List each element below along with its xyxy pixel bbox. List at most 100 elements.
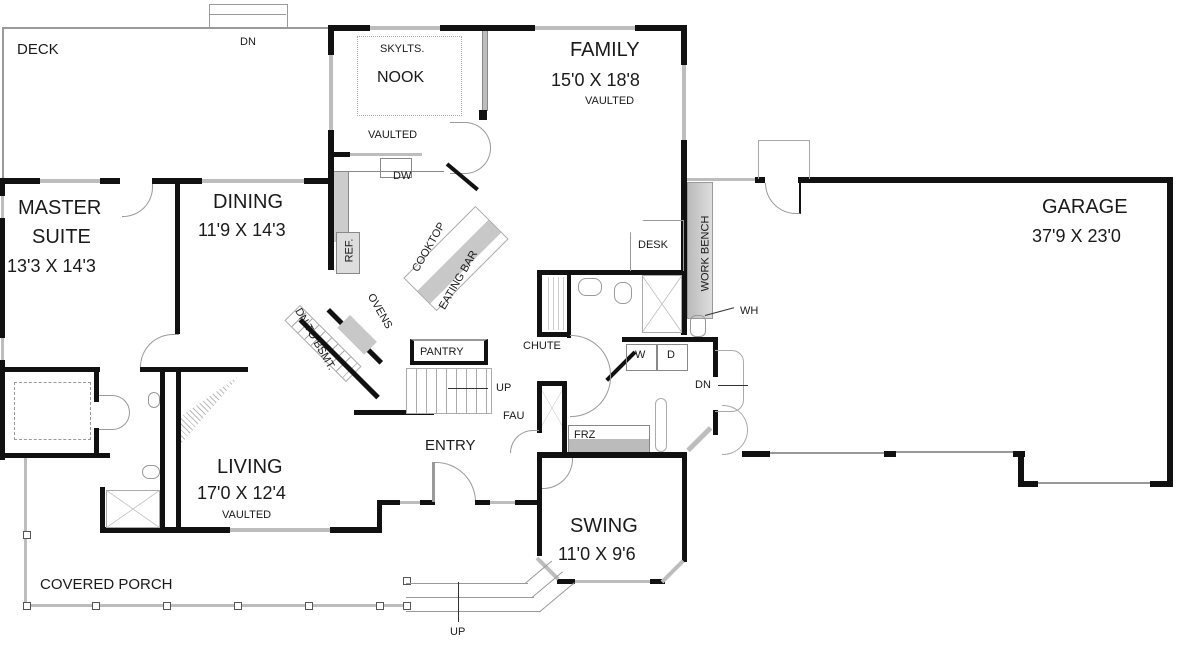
- shower: [642, 275, 682, 333]
- wall: [884, 451, 896, 457]
- fixture-label-dryer: D: [667, 349, 675, 361]
- room-size-master: 13'3 X 14'3: [7, 256, 96, 276]
- porch-step: [406, 583, 528, 584]
- fau-box: [542, 390, 562, 426]
- window: [230, 528, 330, 532]
- window: [40, 179, 100, 183]
- sink-icon: [148, 392, 160, 408]
- wall: [475, 500, 490, 505]
- stair-label-garage-dn: DN: [695, 379, 711, 391]
- shower: [106, 490, 160, 528]
- wall: [537, 381, 562, 386]
- window: [1, 338, 4, 360]
- room-label-master-line1: MASTER: [18, 197, 102, 219]
- wall: [567, 270, 571, 338]
- wall: [622, 337, 718, 342]
- stair-flight-up: [406, 368, 492, 414]
- window: [202, 179, 304, 183]
- fixture-label-frz: FRZ: [574, 429, 596, 441]
- wall: [354, 410, 434, 415]
- room-size-garage: 37'9 X 23'0: [1032, 226, 1121, 246]
- window: [370, 26, 440, 30]
- partition: [482, 31, 488, 111]
- nook-ceiling-note: VAULTED: [368, 129, 418, 141]
- wall: [755, 177, 765, 183]
- wall: [515, 500, 540, 505]
- wall: [0, 178, 40, 184]
- porch-step: [406, 597, 534, 598]
- garage-door: [1038, 482, 1150, 484]
- fixture-label-washer: W: [635, 349, 646, 361]
- fixture-label-ref: REF.: [343, 238, 356, 263]
- wall: [160, 367, 165, 532]
- room-label-swing: SWING: [570, 515, 638, 537]
- fixture-label-pantry: PANTRY: [420, 346, 464, 358]
- wall: [1018, 481, 1038, 487]
- window: [535, 26, 635, 30]
- wall: [176, 367, 181, 527]
- dn-arrow: [718, 385, 748, 386]
- stair-arrow: [448, 388, 488, 389]
- stair-label-deck-dn: DN: [240, 36, 256, 48]
- porch-post: [305, 602, 313, 610]
- wall: [94, 367, 99, 402]
- door-swing: [99, 395, 130, 430]
- wall: [1018, 451, 1024, 487]
- wall: [330, 527, 382, 533]
- wall: [681, 25, 687, 65]
- toilet-icon: [614, 282, 632, 304]
- wall: [537, 332, 571, 337]
- porch-edge: [24, 604, 409, 607]
- wall: [682, 452, 687, 562]
- wall: [328, 25, 334, 55]
- fixture-label-ovens: OVENS: [364, 291, 395, 331]
- counter: [334, 157, 349, 242]
- bathtub: [14, 382, 91, 440]
- counter: [334, 157, 444, 172]
- desk: [630, 220, 684, 271]
- wall: [713, 410, 718, 435]
- door-swing: [542, 458, 573, 489]
- wall: [0, 367, 100, 372]
- chute: [544, 277, 564, 330]
- wall: [377, 500, 400, 505]
- room-label-dining: DINING: [213, 191, 283, 213]
- water-heater: [690, 315, 706, 337]
- skylights-grid: [357, 36, 462, 116]
- window: [400, 501, 420, 504]
- work-bench: [687, 182, 713, 319]
- wall: [440, 25, 535, 31]
- wall: [94, 428, 99, 458]
- wall: [328, 130, 334, 270]
- family-ceiling-note: VAULTED: [585, 95, 635, 107]
- door-swing: [570, 335, 611, 417]
- garage-door: [770, 452, 886, 454]
- room-label-family: FAMILY: [570, 39, 640, 61]
- door-swing: [122, 184, 153, 217]
- closet-stair-hatch: [180, 375, 240, 445]
- window: [1, 196, 4, 218]
- door-swing: [510, 430, 539, 453]
- window: [350, 153, 422, 156]
- wall: [0, 360, 5, 460]
- stair-label-porch-up: UP: [450, 626, 466, 638]
- door-swing: [450, 122, 491, 174]
- porch-post: [163, 602, 171, 610]
- window: [329, 55, 333, 130]
- garage-stair: [715, 350, 744, 412]
- garage-step: [758, 140, 810, 179]
- wall: [100, 527, 230, 533]
- porch-post: [92, 602, 100, 610]
- wall: [175, 184, 180, 334]
- wall: [562, 381, 567, 456]
- water-tank: [655, 398, 667, 452]
- door-swing: [765, 183, 801, 214]
- living-ceiling-note: VAULTED: [222, 509, 272, 521]
- wall: [152, 178, 202, 184]
- room-size-dining: 11'9 X 14'3: [198, 220, 286, 240]
- wall: [330, 25, 370, 31]
- fridge: [336, 232, 360, 274]
- wall: [557, 579, 575, 584]
- wall: [377, 500, 382, 533]
